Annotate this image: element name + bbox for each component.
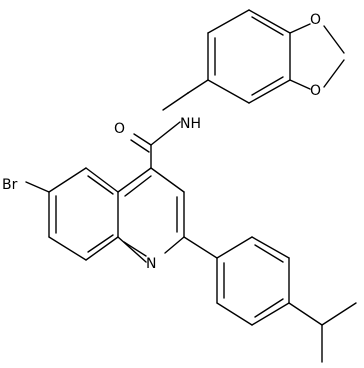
amide-group bbox=[130, 121, 181, 169]
carbonyl-oxygen-label: O bbox=[114, 121, 125, 137]
bromine-label: Br bbox=[2, 177, 18, 193]
isopropylphenyl-ring bbox=[183, 236, 290, 326]
quinoline-core bbox=[48, 167, 185, 263]
bromine-bond bbox=[25, 181, 50, 193]
ring-nitrogen-label: N bbox=[146, 256, 156, 272]
isopropyl-group bbox=[288, 302, 357, 363]
benzodioxole-ring bbox=[207, 9, 291, 104]
oxygen-top-label: O bbox=[310, 12, 321, 28]
dioxole-ring bbox=[289, 23, 345, 90]
atom-labels: O O NH O Br N bbox=[2, 12, 321, 272]
amide-nitrogen-label: NH bbox=[180, 116, 201, 132]
methylene-linker bbox=[162, 79, 209, 111]
oxygen-bottom-label: O bbox=[310, 83, 321, 99]
